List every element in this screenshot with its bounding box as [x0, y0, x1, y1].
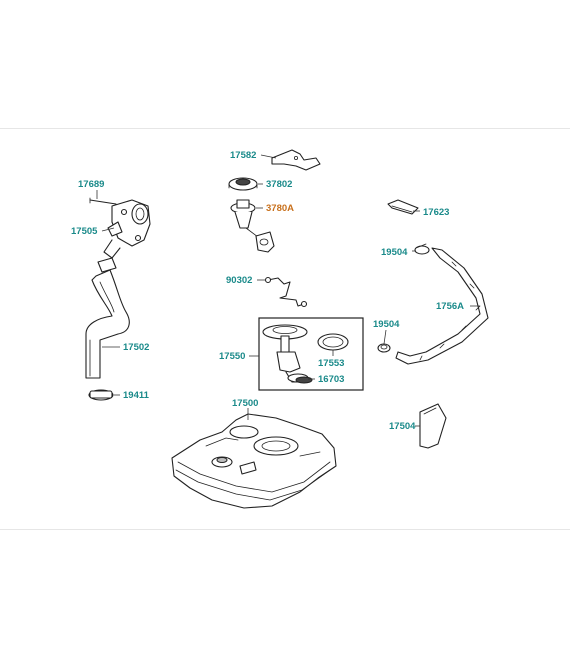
part-17505-filler-neck[interactable] [103, 199, 151, 259]
callout-19504-upper: 19504 [381, 247, 408, 258]
part-17582-bracket[interactable] [271, 149, 321, 171]
callout-17689: 17689 [78, 179, 104, 190]
part-17553-gasket[interactable] [317, 333, 349, 351]
part-17500-fuel-tank[interactable] [171, 413, 337, 509]
callout-19411: 19411 [123, 390, 150, 401]
callout-17623: 17623 [423, 207, 449, 218]
part-17623-pad[interactable] [387, 199, 419, 215]
part-16703-filter[interactable] [295, 376, 313, 384]
callout-1756A: 1756A [436, 301, 464, 312]
callout-17500: 17500 [232, 398, 258, 409]
callout-37802: 37802 [266, 179, 292, 190]
part-90302-wire-harness[interactable] [264, 276, 308, 308]
part-17504-cover[interactable] [419, 403, 447, 449]
callout-19504-lower: 19504 [373, 319, 400, 330]
callout-3780A: 3780A [266, 203, 294, 214]
part-19504-clamp-lower[interactable] [377, 343, 391, 353]
callout-16703: 16703 [318, 374, 344, 385]
callout-17553: 17553 [318, 358, 344, 369]
callout-17550: 17550 [219, 351, 245, 362]
callout-17505: 17505 [71, 226, 98, 237]
part-19411-hose-clamp[interactable] [88, 389, 114, 401]
part-1756A-breather-hose[interactable] [395, 247, 489, 365]
part-17689-clip[interactable] [89, 197, 117, 205]
part-17550-fuel-pump-kit[interactable] [258, 317, 364, 391]
part-19504-clamp-upper[interactable] [414, 243, 430, 255]
diagram-frame [0, 128, 570, 530]
leader-lines [96, 154, 480, 427]
callout-17582: 17582 [230, 150, 256, 161]
callout-17504: 17504 [389, 421, 416, 432]
callout-90302: 90302 [226, 275, 252, 286]
part-37802-fuel-pump-nut[interactable] [228, 177, 258, 191]
part-3780A-fuel-gauge-sender[interactable] [230, 199, 275, 253]
callout-labels: 17689 17505 17502 19411 17582 37802 3780… [71, 150, 464, 432]
part-17502-filler-hose[interactable] [85, 257, 130, 379]
callout-17502: 17502 [123, 342, 149, 353]
